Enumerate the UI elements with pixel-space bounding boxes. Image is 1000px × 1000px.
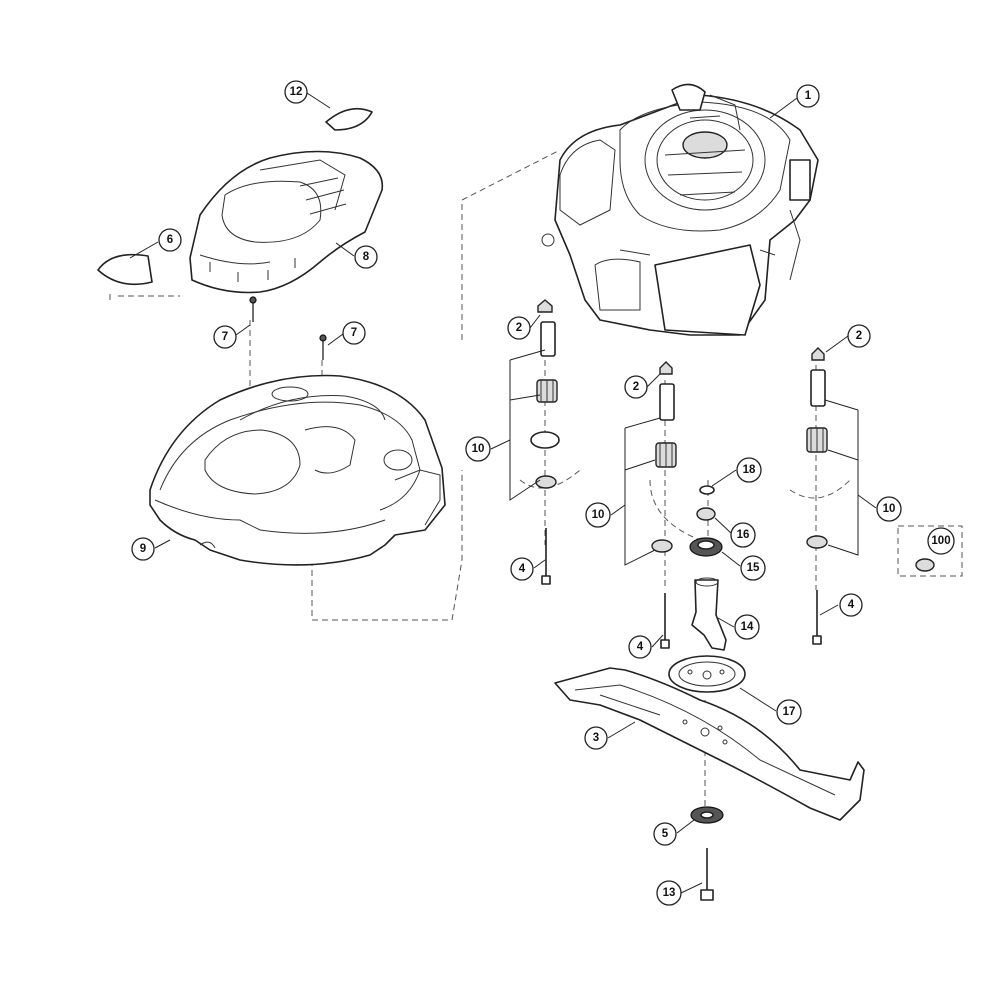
svg-text:3: 3 [593, 732, 599, 744]
svg-text:10: 10 [592, 509, 605, 521]
callout-18: 18 [736, 457, 762, 483]
callout-5: 5 [653, 822, 677, 846]
svg-text:5: 5 [662, 828, 669, 840]
svg-text:13: 13 [663, 887, 676, 899]
part-13-blade-bolt [700, 848, 714, 901]
callout-14: 14 [734, 614, 760, 640]
part-12-cover-plate [325, 107, 373, 131]
part-3-cutting-blade [554, 667, 865, 821]
callout-12: 12 [284, 80, 308, 104]
callout-4-right: 4 [839, 593, 863, 617]
svg-text:16: 16 [737, 529, 750, 541]
svg-text:12: 12 [290, 86, 303, 98]
svg-text:18: 18 [743, 464, 756, 476]
svg-text:9: 9 [140, 543, 146, 555]
svg-text:17: 17 [783, 706, 796, 718]
svg-text:7: 7 [222, 331, 228, 343]
svg-text:100: 100 [931, 535, 950, 547]
part-5-washer [690, 806, 724, 824]
callout-10-middle: 10 [585, 502, 611, 528]
callout-4-middle: 4 [628, 635, 652, 659]
callout-2-middle: 2 [624, 375, 648, 399]
part-17-blade-adapter-plate [668, 655, 746, 693]
right-damper-stack [806, 347, 859, 645]
svg-text:4: 4 [637, 641, 644, 653]
part-6-cover-plate [97, 253, 153, 286]
callout-16: 16 [730, 522, 756, 548]
callout-1: 1 [796, 84, 820, 108]
part-8-upper-hood [189, 150, 384, 294]
part-1-engine [541, 83, 819, 336]
leader-lines [129, 92, 877, 894]
svg-text:2: 2 [516, 322, 522, 334]
svg-text:10: 10 [883, 503, 896, 515]
callout-2-left: 2 [507, 316, 531, 340]
callout-13: 13 [656, 880, 682, 906]
svg-text:4: 4 [519, 563, 526, 575]
callout-6: 6 [158, 228, 182, 252]
svg-text:2: 2 [856, 330, 862, 342]
callout-4-left: 4 [510, 557, 534, 581]
middle-damper-stack [624, 361, 677, 649]
callout-10-left: 10 [465, 436, 491, 462]
svg-text:14: 14 [741, 621, 754, 633]
callout-17: 17 [776, 699, 802, 725]
left-damper-stack [509, 299, 560, 585]
callout-10-right: 10 [876, 496, 902, 522]
callout-7-right: 7 [342, 321, 366, 345]
svg-text:4: 4 [848, 599, 855, 611]
callout-9: 9 [131, 537, 155, 561]
callout-8: 8 [354, 245, 378, 269]
blade-hub-assembly [689, 485, 727, 651]
callout-7-left: 7 [213, 325, 237, 349]
part-100-grommet [915, 558, 935, 572]
svg-text:15: 15 [747, 562, 760, 574]
part-9-lower-housing [149, 374, 446, 566]
svg-text:6: 6 [167, 234, 173, 246]
callout-3: 3 [584, 726, 608, 750]
callout-100: 100 [927, 527, 955, 555]
svg-text:8: 8 [363, 251, 370, 263]
part-7-screws [249, 296, 327, 360]
svg-text:10: 10 [472, 443, 485, 455]
callout-15: 15 [740, 555, 766, 581]
svg-text:2: 2 [633, 381, 639, 393]
svg-text:1: 1 [805, 90, 812, 102]
svg-text:7: 7 [351, 327, 357, 339]
callout-2-right: 2 [847, 324, 871, 348]
